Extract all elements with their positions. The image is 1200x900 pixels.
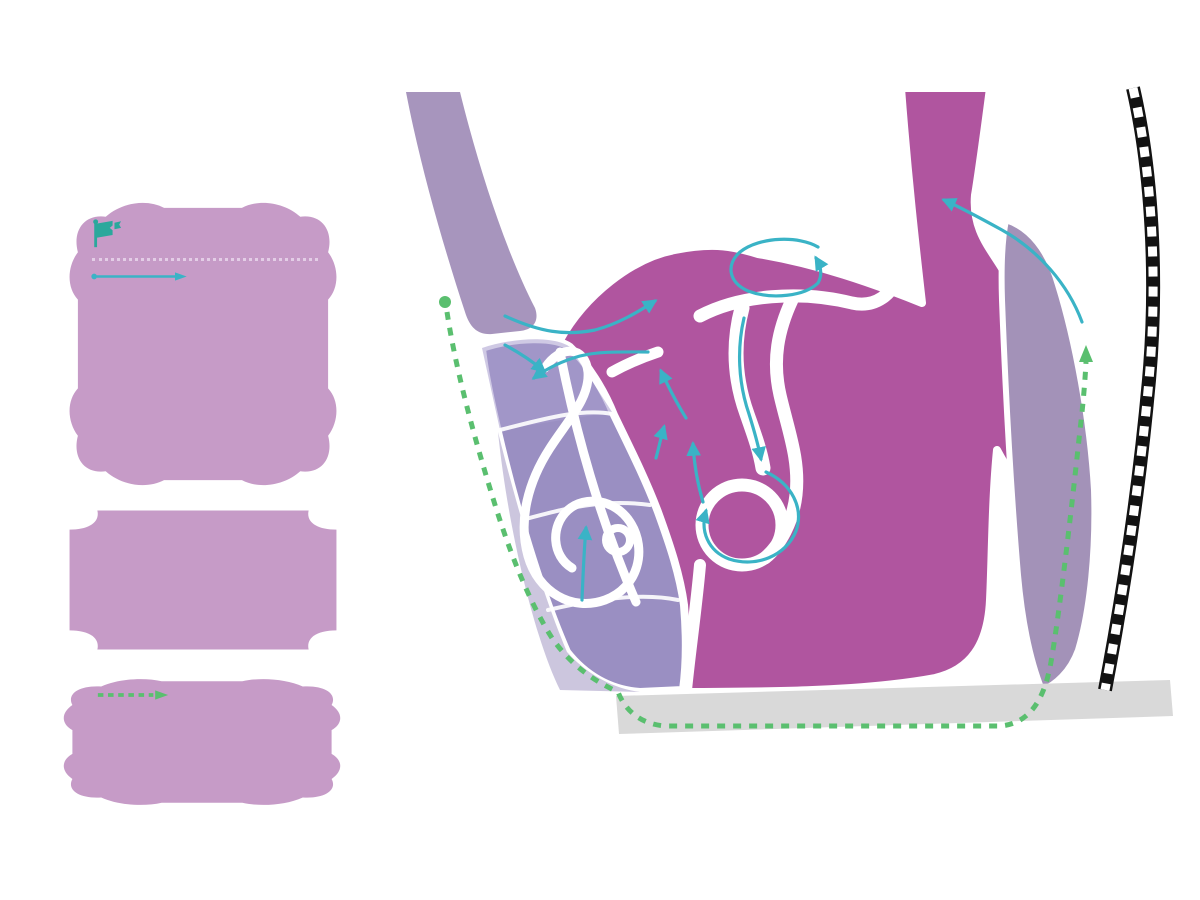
wenhua-road-shape [406, 92, 537, 335]
direction-arrow-icon [91, 272, 187, 281]
panel-background [69, 202, 337, 486]
route-start-dot [439, 296, 451, 308]
panel-background [63, 679, 341, 805]
legend-facilities-panel [64, 506, 342, 654]
legend-parking-panel [58, 676, 346, 808]
parking-route-arrow-icon [97, 690, 169, 700]
legend-main-panel [64, 196, 342, 492]
route-arrowhead [1079, 345, 1093, 362]
dotted-divider [92, 258, 318, 261]
railway-track [1098, 86, 1161, 692]
facilities-list [64, 506, 342, 524]
right-lavender-area [998, 216, 1098, 694]
tour-path [503, 198, 1084, 602]
parking-route [439, 296, 1093, 729]
boai-bridge-shape [616, 680, 1173, 734]
music-park-area [478, 335, 690, 696]
treble-clef-path [519, 346, 644, 608]
title-flag-icon [93, 219, 122, 248]
panel-background [69, 510, 337, 650]
